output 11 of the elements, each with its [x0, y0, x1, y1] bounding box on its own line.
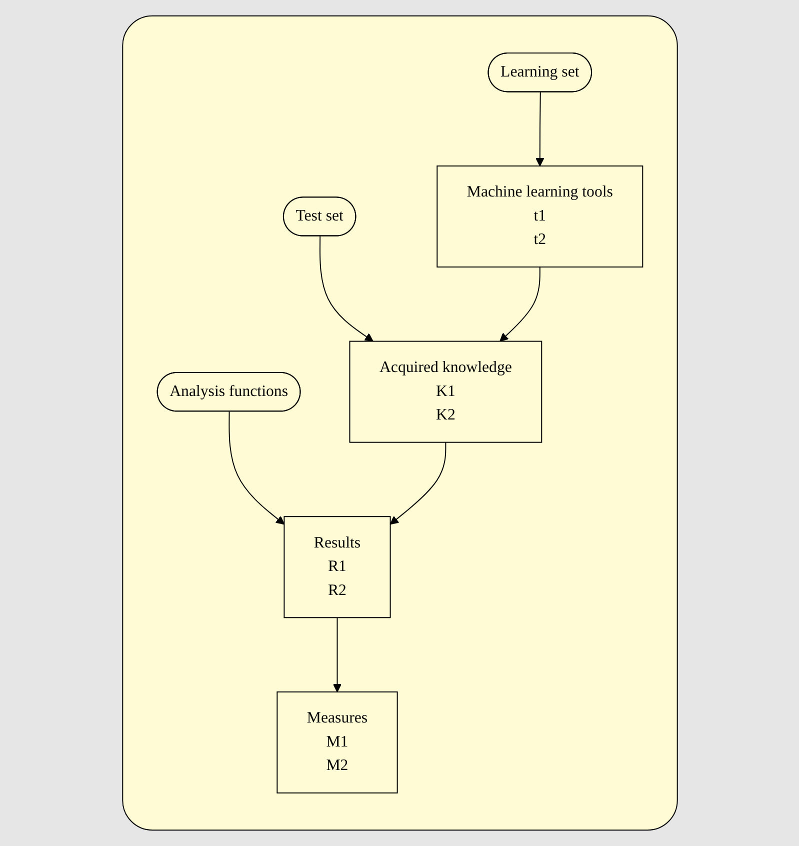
arrow — [389, 442, 446, 525]
arrow — [318, 236, 373, 342]
arrow — [228, 411, 284, 525]
node-box: Acquired knowledge K1 K2 — [348, 340, 542, 443]
arrow — [499, 266, 540, 342]
arrow — [332, 617, 342, 692]
cluster — [122, 15, 678, 831]
arrow — [535, 92, 544, 166]
node-box: Measures M1 M2 — [276, 691, 398, 794]
node-box: Results R1 R2 — [283, 516, 390, 618]
node-box: Machine learning tools t1 t2 — [436, 165, 643, 268]
